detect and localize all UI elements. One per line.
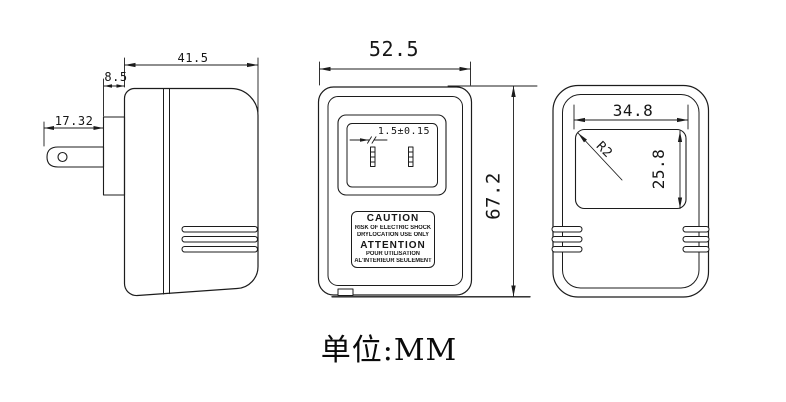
dim-label-side-body-width: 41.5 <box>177 51 209 65</box>
dim-slot-width <box>349 136 388 144</box>
dim-label-front-width: 52.5 <box>368 37 420 61</box>
socket-recess-inner <box>346 123 438 188</box>
socket-recess-outer <box>337 114 447 196</box>
dim-label-base-thickness: 8.5 <box>104 70 128 84</box>
dim-label-rear-recess-height: 25.8 <box>649 148 668 190</box>
attention-label-title: ATTENTION <box>360 239 426 251</box>
side-view <box>46 87 259 297</box>
side-view-vent-slot <box>181 246 258 253</box>
side-view-vent-slot <box>181 226 258 233</box>
rear-vent-slot-right <box>682 236 710 243</box>
attention-label-text: AL'INTERIEUR SEULEMENT <box>354 258 432 265</box>
dim-base-thickness <box>103 78 125 117</box>
attention-label-text: POUR UTILISATION <box>366 251 420 257</box>
radius-leader <box>577 132 623 181</box>
dim-label-rear-recess-width: 34.8 <box>612 101 654 120</box>
dim-rear-recess-height <box>677 130 683 209</box>
rear-view-body-outer <box>552 84 710 298</box>
dim-label-slot-width: 1.5±0.15 <box>377 125 431 137</box>
plug-base <box>102 116 126 196</box>
dim-side-body-width <box>124 57 259 113</box>
dim-label-prong-length: 17.32 <box>54 114 94 128</box>
front-view-body-outer <box>317 86 473 296</box>
dim-front-height <box>331 85 538 298</box>
caution-label-text: DRYLOCATION USE ONLY <box>356 232 430 239</box>
plug-prong <box>46 146 105 168</box>
bottom-notch <box>337 288 354 296</box>
side-view-vent-slot <box>181 236 258 243</box>
rear-view-body-inner <box>562 94 700 289</box>
side-view-body <box>123 87 259 297</box>
rear-vent-slot-left <box>551 236 583 243</box>
rear-view <box>551 84 710 298</box>
dim-front-width <box>319 61 471 86</box>
rear-vent-slot-right <box>682 246 710 253</box>
dim-rear-recess-width <box>573 104 689 130</box>
unit-note: 单位:MM <box>320 333 458 368</box>
rear-vent-slot-right <box>682 226 710 233</box>
socket-slot-right <box>408 146 414 167</box>
rear-vent-slot-left <box>551 246 583 253</box>
rear-panel-recess <box>574 128 687 210</box>
caution-label: CAUTION RISK OF ELECTRIC SHOCK DRYLOCATI… <box>351 211 435 268</box>
dim-prong-length <box>43 121 104 147</box>
socket-slot-left <box>370 146 376 167</box>
dim-label-front-height: 67.2 <box>482 172 505 220</box>
rear-vent-slot-left <box>551 226 583 233</box>
prong-hole <box>57 151 68 163</box>
caution-label-text: RISK OF ELECTRIC SHOCK <box>354 224 432 231</box>
front-view-body-inner <box>327 96 463 286</box>
caution-label-title: CAUTION <box>366 213 420 225</box>
front-view <box>317 86 473 296</box>
